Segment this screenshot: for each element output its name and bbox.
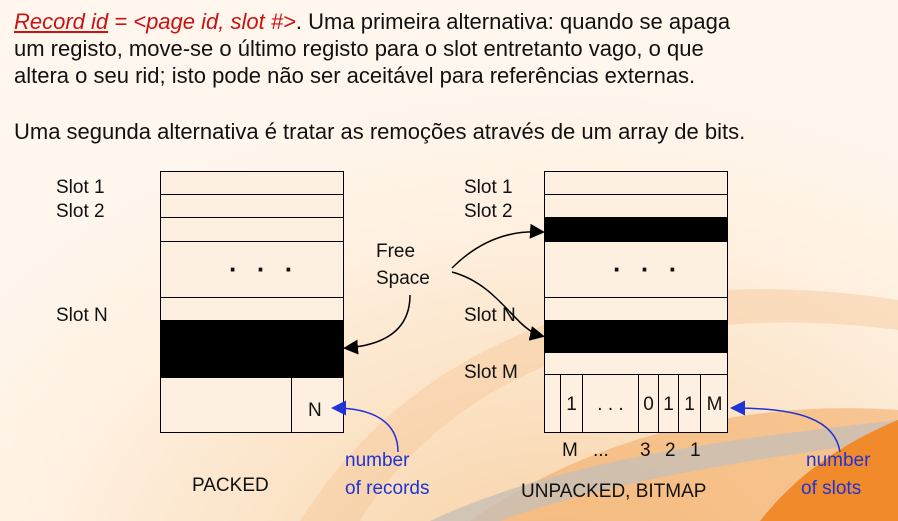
unpacked-slot-m-label: Slot M bbox=[464, 362, 518, 383]
free-space-arrow-unpacked-top bbox=[451, 223, 545, 269]
packed-slot-3 bbox=[161, 218, 343, 242]
bit-index-1: 1 bbox=[690, 440, 701, 461]
unpacked-slot-n-label: Slot N bbox=[464, 305, 516, 326]
packed-page: · · · N bbox=[160, 171, 344, 433]
bit-index-m: M bbox=[562, 440, 578, 461]
unpacked-empty-slot bbox=[545, 321, 727, 353]
bitmap-cell: 1 bbox=[561, 375, 583, 432]
free-space-label-line-1: Free bbox=[376, 241, 416, 262]
packed-ellipsis: · · · bbox=[229, 254, 300, 284]
packed-note-line-1: number bbox=[345, 450, 410, 471]
packed-slot-n-label: Slot N bbox=[56, 305, 108, 326]
packed-slot-n bbox=[161, 297, 343, 321]
free-space-label-line-2: Space bbox=[376, 268, 430, 289]
intro-paragraph: Record id = <page id, slot #>. Uma prime… bbox=[14, 8, 730, 89]
packed-slot-1 bbox=[161, 172, 343, 195]
first-alternative-text: Uma primeira alternativa: quando se apag… bbox=[302, 9, 731, 34]
bit-index-3: 3 bbox=[640, 440, 651, 461]
record-count-note-arrow bbox=[331, 400, 399, 453]
unpacked-empty-slot-3 bbox=[545, 218, 727, 242]
bit-index-ellipsis: ... bbox=[593, 440, 609, 461]
unpacked-slot-2 bbox=[545, 195, 727, 218]
unpacked-caption: UNPACKED, BITMAP bbox=[521, 481, 707, 502]
unpacked-slot-1-label: Slot 1 bbox=[464, 177, 513, 198]
definition-period: . bbox=[295, 9, 303, 34]
bit-index-2: 2 bbox=[665, 440, 676, 461]
bitmap-cell bbox=[545, 375, 561, 432]
record-id-definition: = <page id, slot #> bbox=[108, 9, 296, 34]
packed-record-count-cell: N bbox=[291, 378, 343, 432]
unpacked-note-line-1: number bbox=[806, 450, 871, 471]
packed-note-line-2: of records bbox=[345, 478, 430, 499]
unpacked-slot-m bbox=[545, 353, 727, 375]
unpacked-slot-n bbox=[545, 297, 727, 321]
bitmap-cell: . . . bbox=[583, 375, 639, 432]
second-alternative-paragraph: Uma segunda alternativa é tratar as remo… bbox=[14, 119, 746, 144]
packed-record-count: N bbox=[308, 400, 322, 421]
free-space-arrow-packed bbox=[343, 294, 411, 355]
intro-line-2: um registo, move-se o último registo par… bbox=[14, 36, 704, 61]
unpacked-slot-1 bbox=[545, 172, 727, 195]
unpacked-slot-2-label: Slot 2 bbox=[464, 201, 513, 222]
record-id-term: Record id bbox=[14, 9, 109, 34]
bitmap-slot-count-cell: M bbox=[706, 394, 723, 415]
unpacked-note-line-2: of slots bbox=[801, 478, 862, 499]
packed-slot-2 bbox=[161, 195, 343, 218]
slot-count-note-arrow bbox=[730, 400, 841, 453]
bitmap-cell: 1 bbox=[679, 375, 701, 432]
unpacked-bitmap-row: 1 . . . 0 1 1 M bbox=[545, 375, 727, 432]
unpacked-page: · · · 1 . . . 0 1 1 M bbox=[544, 171, 728, 433]
free-space-arrow-unpacked-bottom bbox=[451, 271, 545, 341]
intro-line-3: altera o seu rid; isto pode não ser acei… bbox=[14, 63, 696, 88]
packed-caption: PACKED bbox=[192, 475, 269, 496]
packed-slot-2-label: Slot 2 bbox=[56, 201, 105, 222]
unpacked-ellipsis: · · · bbox=[613, 254, 684, 284]
bitmap-cell: 1 bbox=[659, 375, 679, 432]
packed-free-space bbox=[161, 321, 343, 378]
packed-slot-1-label: Slot 1 bbox=[56, 177, 105, 198]
bitmap-cell: 0 bbox=[639, 375, 659, 432]
